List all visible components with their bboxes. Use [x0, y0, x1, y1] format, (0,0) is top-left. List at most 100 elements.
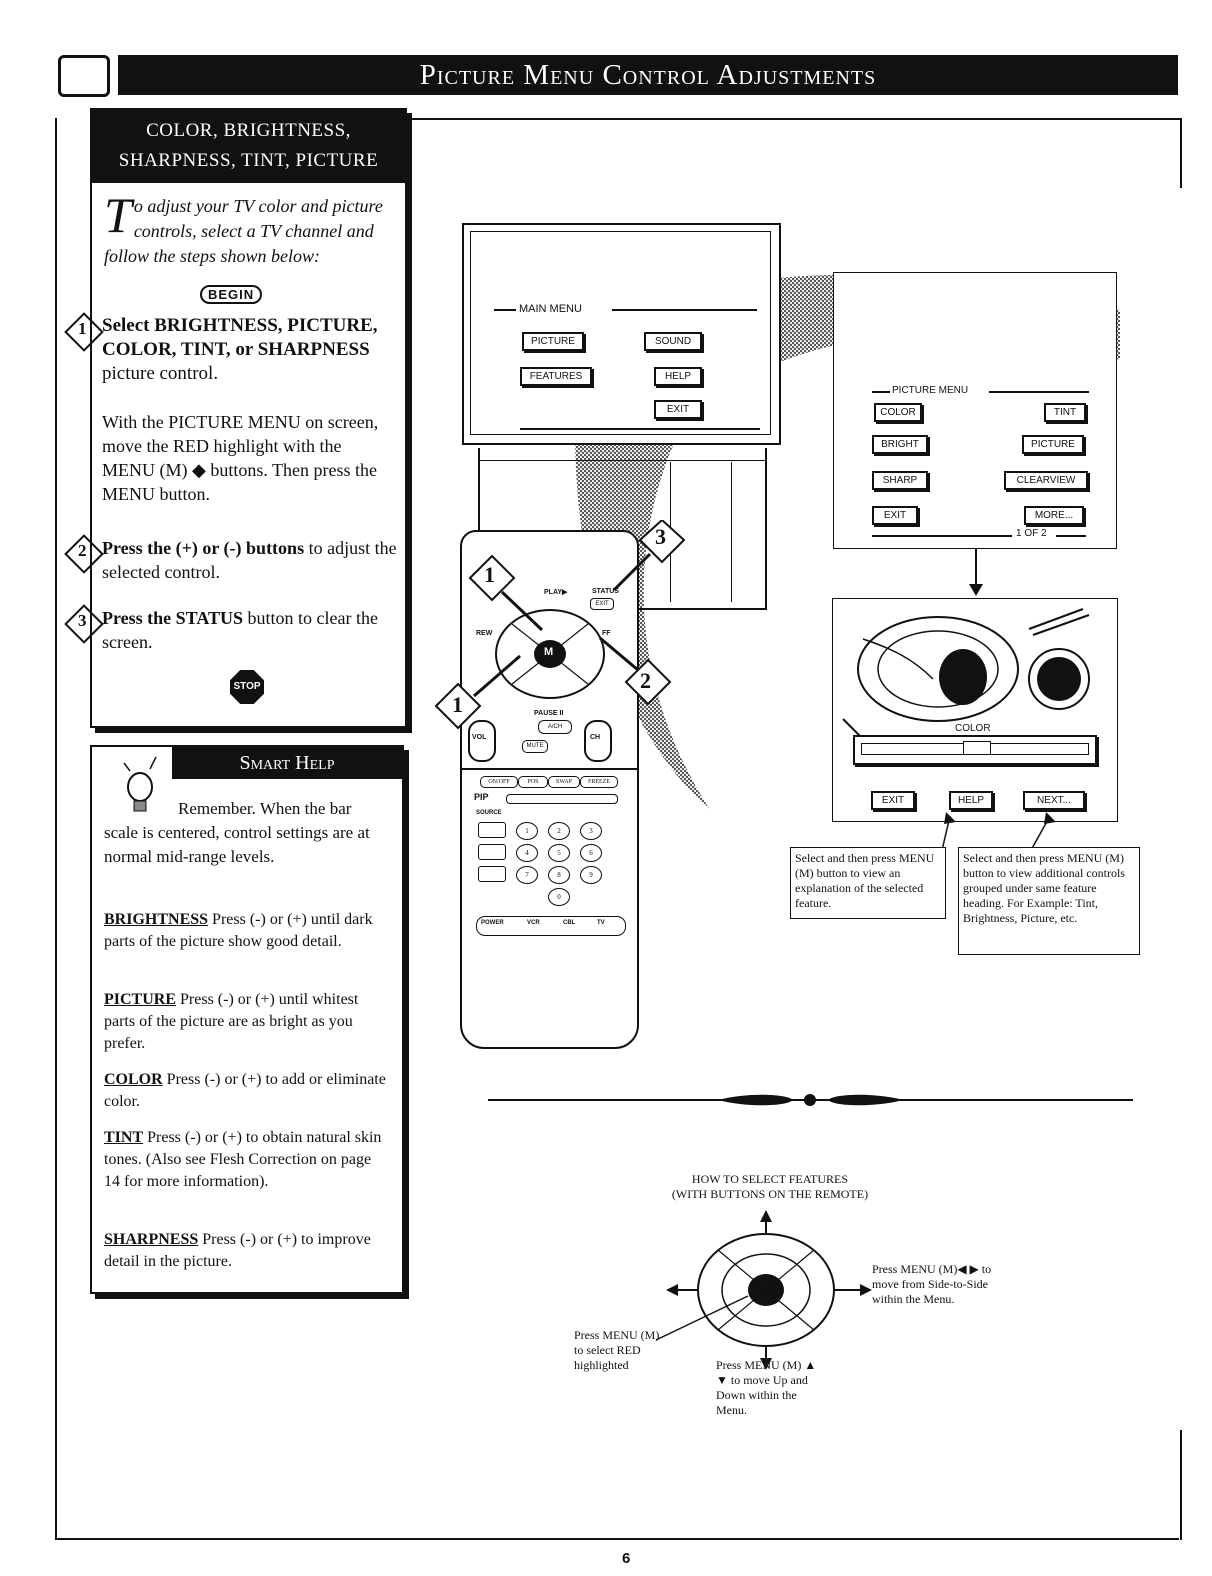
help-term-sharpness: SHARPNESS	[104, 1231, 199, 1248]
picture-menu-tint-button[interactable]: TINT	[1044, 403, 1086, 422]
corner-box-icon	[58, 55, 110, 97]
remote-ch-rocker[interactable]	[584, 720, 612, 762]
step3-text: Press the STATUS button to clear the scr…	[102, 606, 397, 654]
page-number: 6	[622, 1550, 631, 1567]
remote-digit-5[interactable]: 5	[548, 844, 570, 862]
remote-pip-pos-button[interactable]: POS	[518, 776, 548, 788]
stop-sign-icon: STOP	[230, 670, 264, 704]
picture-menu-bright-button[interactable]: BRIGHT	[872, 435, 928, 454]
remote-digit-1[interactable]: 1	[516, 822, 538, 840]
remote-vol-rocker[interactable]	[468, 720, 496, 762]
main-menu-features-button[interactable]: FEATURES	[520, 367, 592, 386]
remote-digit-8[interactable]: 8	[548, 866, 570, 884]
up-down-caption: Press MENU (M) ▲ ▼ to move Up and Down w…	[716, 1358, 817, 1417]
color-screen-next-button[interactable]: NEXT...	[1023, 791, 1085, 810]
hand-label-2: 2	[640, 668, 651, 693]
remote-vcr-button[interactable]: VCR	[527, 920, 540, 926]
tv-main-menu-screen: MAIN MENU PICTURE SOUND FEATURES HELP EX…	[462, 223, 781, 445]
how-to-title: HOW TO SELECT FEATURES (WITH BUTTONS ON …	[640, 1172, 900, 1202]
remote-ch-label: CH	[590, 734, 601, 741]
step2-rest: to adjust the selected control.	[102, 538, 397, 582]
remote-cbl-button[interactable]: CBL	[563, 920, 576, 926]
remote-digit-2[interactable]: 2	[548, 822, 570, 840]
table-setting-illustration	[842, 608, 1090, 750]
step1-detail: With the PICTURE MENU on screen, move th…	[102, 412, 379, 504]
remote-mute-button[interactable]: MUTE	[522, 740, 548, 753]
color-bar-scale[interactable]	[853, 735, 1097, 765]
main-menu-picture-button[interactable]: PICTURE	[522, 332, 584, 351]
step2-diamond-icon: 2	[62, 534, 104, 574]
picture-menu-page: 1 OF 2	[1016, 528, 1047, 539]
color-screen-exit-button[interactable]: EXIT	[871, 791, 915, 810]
picture-menu-color-button[interactable]: COLOR	[874, 403, 922, 422]
color-bar-thumb[interactable]	[963, 741, 991, 755]
hand-pointer-graphics	[434, 520, 686, 730]
picture-menu-picture-button[interactable]: PICTURE	[1022, 435, 1084, 454]
help-item-picture: PICTURE Press (-) or (+) until whitest p…	[104, 989, 389, 1055]
help-term-picture: PICTURE	[104, 991, 177, 1008]
help-text-brightness: Press (-) or (+) until dark parts of the…	[104, 911, 373, 950]
step1-number: 1	[78, 319, 87, 338]
step2-bold: Press the (+) or (-) buttons	[102, 538, 305, 558]
panel-heading-line1: COLOR, BRIGHTNESS,	[146, 120, 351, 141]
remote-mode-row: POWER VCR CBL TV	[476, 916, 626, 936]
remote-picture-key[interactable]	[478, 822, 506, 838]
picture-menu-screen: PICTURE MENU COLOR TINT BRIGHT PICTURE S…	[833, 272, 1117, 549]
remote-pip-freeze-button[interactable]: FREEZE	[580, 776, 618, 788]
remote-digit-3[interactable]: 3	[580, 822, 602, 840]
help-item-sharpness: SHARPNESS Press (-) or (+) to improve de…	[104, 1229, 389, 1273]
picture-menu-sharp-button[interactable]: SHARP	[872, 471, 928, 490]
remote-exit-button[interactable]: EXIT	[590, 598, 614, 610]
remote-sound-key[interactable]	[478, 844, 506, 860]
remote-digit-0[interactable]: 0	[548, 888, 570, 906]
main-menu-help-button[interactable]: HELP	[654, 367, 702, 386]
main-menu-sound-button[interactable]: SOUND	[644, 332, 702, 351]
smart-help-title: Smart Help	[172, 747, 402, 779]
how-to-title-line1: HOW TO SELECT FEATURES	[691, 1172, 849, 1186]
remote-menu-key[interactable]: M	[544, 646, 554, 658]
panel-heading: COLOR, BRIGHTNESS, SHARPNESS, TINT, PICT…	[92, 110, 405, 183]
main-menu-label: MAIN MENU	[519, 303, 582, 315]
remote-av-button[interactable]: A/CH	[538, 720, 572, 734]
remote-vol-label: VOL	[472, 734, 487, 741]
lightbulb-icon	[123, 756, 157, 812]
remote-pip-onoff-button[interactable]: ON/OFF	[480, 776, 518, 788]
color-screen-help-button[interactable]: HELP	[949, 791, 993, 810]
arrow-down-icon	[969, 548, 983, 596]
side-to-side-caption: Press MENU (M)◀ ▶ to move from Side-to-S…	[872, 1262, 992, 1306]
remote-play-label: PLAY▶	[544, 589, 568, 596]
step3-diamond-icon: 3	[62, 604, 104, 644]
remote-ff-label: FF	[602, 630, 611, 637]
remote-pip-slider[interactable]	[506, 794, 618, 804]
help-term-color: COLOR	[104, 1071, 163, 1088]
main-menu-exit-button[interactable]: EXIT	[654, 400, 702, 419]
step1-text: Select BRIGHTNESS, PICTURE, COLOR, TINT,…	[102, 314, 397, 386]
remote-digit-7[interactable]: 7	[516, 866, 538, 884]
menu-dpad-diagram	[666, 1210, 872, 1370]
begin-badge: BEGIN	[200, 285, 263, 304]
remote-tv-button[interactable]: TV	[597, 920, 605, 926]
picture-menu-exit-button[interactable]: EXIT	[872, 506, 918, 525]
page-title: Picture Menu Control Adjustments	[118, 55, 1178, 95]
remote-digit-9[interactable]: 9	[580, 866, 602, 884]
next-callout: Select and then press MENU (M) button to…	[958, 847, 1140, 955]
color-screen-label: COLOR	[955, 723, 991, 734]
help-text-color: Press (-) or (+) to add or eliminate col…	[104, 1071, 386, 1110]
remote-source-label: SOURCE	[476, 810, 502, 816]
remote-pip-swap-button[interactable]: SWAP	[548, 776, 580, 788]
picture-menu-more-button[interactable]: MORE...	[1024, 506, 1084, 525]
remote-digit-6[interactable]: 6	[580, 844, 602, 862]
picture-menu-clearview-button[interactable]: CLEARVIEW	[1004, 471, 1088, 490]
help-item-tint: TINT Press (-) or (+) to obtain natural …	[104, 1127, 389, 1193]
smart-help-remember: Remember. When the bar scale is centered…	[104, 799, 370, 866]
frame-top-rule	[400, 118, 1182, 120]
select-caption-pointer	[655, 1295, 749, 1341]
remote-digit-4[interactable]: 4	[516, 844, 538, 862]
remote-tvvcr-key[interactable]	[478, 866, 506, 882]
remote-control: PLAY▶ STATUS EXIT REW FF M PAUSE II VOL …	[460, 530, 639, 1049]
remote-power-button[interactable]: POWER	[481, 920, 504, 926]
color-adjust-screen: COLOR EXIT HELP NEXT...	[832, 598, 1118, 822]
remote-dpad[interactable]	[492, 604, 608, 704]
select-red-caption: Press MENU (M) to select RED highlighted	[574, 1328, 660, 1372]
